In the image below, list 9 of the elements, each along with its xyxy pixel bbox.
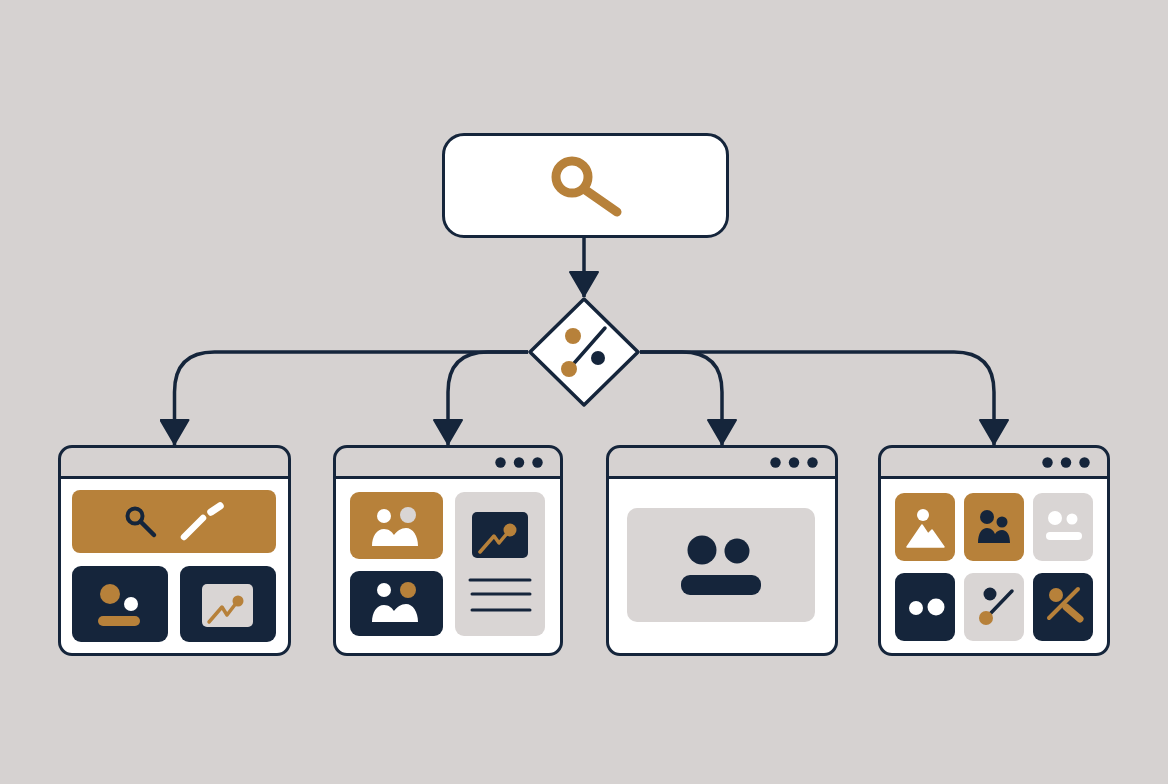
search-box xyxy=(442,133,729,238)
browser-window xyxy=(58,445,291,656)
arrow xyxy=(569,238,599,297)
browser-window xyxy=(878,445,1110,656)
browser-window xyxy=(333,445,563,656)
arrow xyxy=(640,350,1009,445)
arrow xyxy=(433,350,528,445)
decision-diamond xyxy=(528,297,640,407)
browser-window xyxy=(606,445,838,656)
